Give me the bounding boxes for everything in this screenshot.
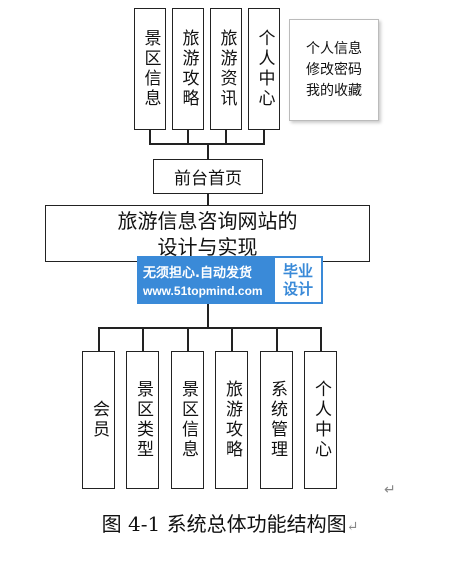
note-line: 我的收藏 — [306, 82, 362, 99]
bottom-item-label: 会员 — [89, 400, 109, 440]
watermark-tag: 毕业 设计 — [273, 256, 323, 304]
connector — [142, 327, 144, 352]
top-item-scenic-info: 景区信息 — [134, 8, 166, 130]
connector — [98, 327, 100, 352]
bottom-item-label: 旅游攻略 — [222, 380, 242, 460]
watermark-url: www.51topmind.com — [143, 284, 263, 298]
note-line: 个人信息 — [306, 40, 362, 57]
top-item-label: 个人中心 — [254, 29, 275, 109]
top-item-label: 旅游攻略 — [178, 29, 199, 109]
connector — [207, 194, 209, 206]
bottom-item-personal-center: 个人中心 — [304, 351, 337, 489]
top-item-travel-guide: 旅游攻略 — [172, 8, 204, 130]
bottom-item-member: 会员 — [82, 351, 115, 489]
site-title-line: 设计与实现 — [157, 234, 258, 259]
return-mark-icon: ↵ — [346, 519, 359, 535]
watermark-badge: 无须担心.自动发货 www.51topmind.com 毕业 设计 — [137, 256, 323, 304]
front-home-box: 前台首页 — [153, 159, 263, 194]
bottom-item-travel-guide: 旅游攻略 — [215, 351, 248, 489]
watermark-left: 无须担心.自动发货 www.51topmind.com — [137, 256, 273, 304]
personal-center-note: 个人信息 修改密码 我的收藏 — [289, 19, 379, 121]
top-item-travel-news: 旅游资讯 — [210, 8, 242, 130]
watermark-slogan: 无须担心.自动发货 — [143, 266, 252, 281]
return-mark-icon: ↵ — [384, 482, 396, 498]
watermark-tag-line: 毕业 — [282, 262, 313, 280]
figure-caption: 图 4-1 系统总体功能结构图↵ — [0, 508, 460, 537]
top-item-label: 旅游资讯 — [216, 29, 237, 109]
site-title-line: 旅游信息咨询网站的 — [117, 208, 298, 233]
watermark-tag-line: 设计 — [282, 280, 313, 298]
connector — [225, 130, 227, 144]
bottom-item-system-admin: 系统管理 — [260, 351, 293, 489]
bottom-item-label: 个人中心 — [311, 380, 331, 460]
connector — [207, 143, 209, 160]
front-home-label: 前台首页 — [174, 169, 242, 189]
bottom-item-scenic-type: 景区类型 — [126, 351, 159, 489]
connector — [263, 130, 265, 144]
connector — [149, 130, 151, 144]
bottom-bus — [98, 327, 322, 329]
bottom-item-label: 景区类型 — [133, 380, 153, 460]
bottom-item-label: 系统管理 — [267, 380, 287, 460]
connector — [276, 327, 278, 352]
site-title-box: 旅游信息咨询网站的 设计与实现 — [45, 205, 370, 262]
note-line: 修改密码 — [306, 61, 362, 78]
bottom-item-scenic-info: 景区信息 — [171, 351, 204, 489]
top-item-label: 景区信息 — [140, 29, 161, 109]
top-item-personal-center: 个人中心 — [248, 8, 280, 130]
connector — [187, 130, 189, 144]
figure-caption-text: 图 4-1 系统总体功能结构图 — [101, 512, 347, 536]
connector — [187, 327, 189, 352]
connector — [320, 327, 322, 352]
bottom-item-label: 景区信息 — [178, 380, 198, 460]
top-bus — [149, 143, 265, 145]
connector — [231, 327, 233, 352]
